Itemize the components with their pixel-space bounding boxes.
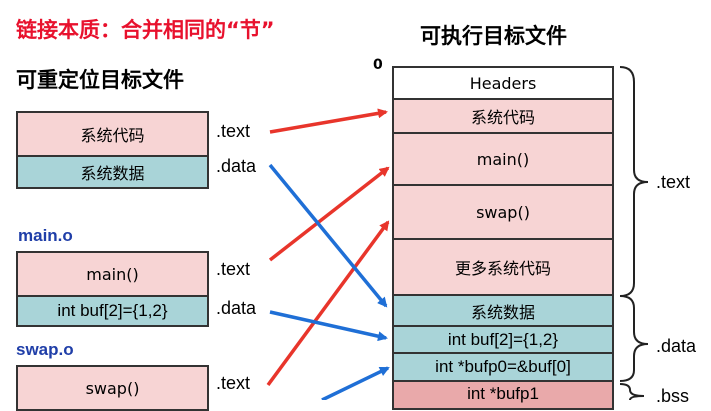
right-system-data-box: 系统数据 xyxy=(392,294,614,327)
left-section-text-2: .text xyxy=(216,259,251,279)
executable-heading: 可执行目标文件 xyxy=(420,24,567,48)
arrow-system-text xyxy=(269,108,388,134)
bracket-data-label: .data xyxy=(656,336,697,356)
arrow-main-text xyxy=(268,166,390,262)
brace-data xyxy=(619,295,649,382)
arrow-swap-data xyxy=(321,366,390,400)
right-headers-label: Headers xyxy=(469,73,537,93)
right-swap-label: swap() xyxy=(476,202,530,222)
left-section-data-2: .data xyxy=(216,298,257,318)
swap-o-label: swap.o xyxy=(16,340,74,359)
left-main-data-label: int buf[2]={1,2} xyxy=(57,301,168,320)
right-bufp0-label: int *bufp0=&buf[0] xyxy=(435,357,571,376)
right-system-data-label: 系统数据 xyxy=(470,302,535,322)
address-zero-label: 0 xyxy=(373,57,383,73)
brace-bss xyxy=(619,383,645,400)
left-system-data-label: 系统数据 xyxy=(80,164,145,183)
left-section-text-1: .text xyxy=(216,121,251,141)
left-swap-text-label: swap() xyxy=(85,378,140,398)
right-bufp0-box: int *bufp0=&buf[0] xyxy=(392,352,614,382)
right-main-label: main() xyxy=(476,149,530,169)
relocatable-heading: 可重定位目标文件 xyxy=(16,68,184,92)
arrows-layer xyxy=(266,66,649,400)
arrow-swap-text xyxy=(266,220,390,387)
left-system-data-box: 系统数据 xyxy=(16,155,209,189)
left-section-text-3: .text xyxy=(216,373,251,393)
left-section-data-1: .data xyxy=(216,156,257,176)
brace-text xyxy=(619,66,649,297)
right-more-system-code-label: 更多系统代码 xyxy=(454,259,551,278)
right-swap-box: swap() xyxy=(392,184,614,240)
right-bufp1-label: int *bufp1 xyxy=(467,384,539,403)
left-main-text-label: main() xyxy=(86,264,139,284)
main-o-label: main.o xyxy=(18,226,73,245)
right-system-code-label: 系统代码 xyxy=(470,108,535,127)
right-main-box: main() xyxy=(392,132,614,186)
arrow-main-data xyxy=(269,310,388,342)
right-system-code-box: 系统代码 xyxy=(392,98,614,134)
right-buf-label: int buf[2]={1,2} xyxy=(447,329,559,349)
right-headers-box: Headers xyxy=(392,66,614,100)
left-main-data-box: int buf[2]={1,2} xyxy=(16,295,209,327)
bracket-text-label: .text xyxy=(656,172,691,192)
right-more-system-code-box: 更多系统代码 xyxy=(392,238,614,296)
left-system-code-label: 系统代码 xyxy=(80,126,145,145)
page-title: 链接本质：合并相同的“节” xyxy=(16,18,275,42)
arrow-system-data xyxy=(268,163,388,308)
